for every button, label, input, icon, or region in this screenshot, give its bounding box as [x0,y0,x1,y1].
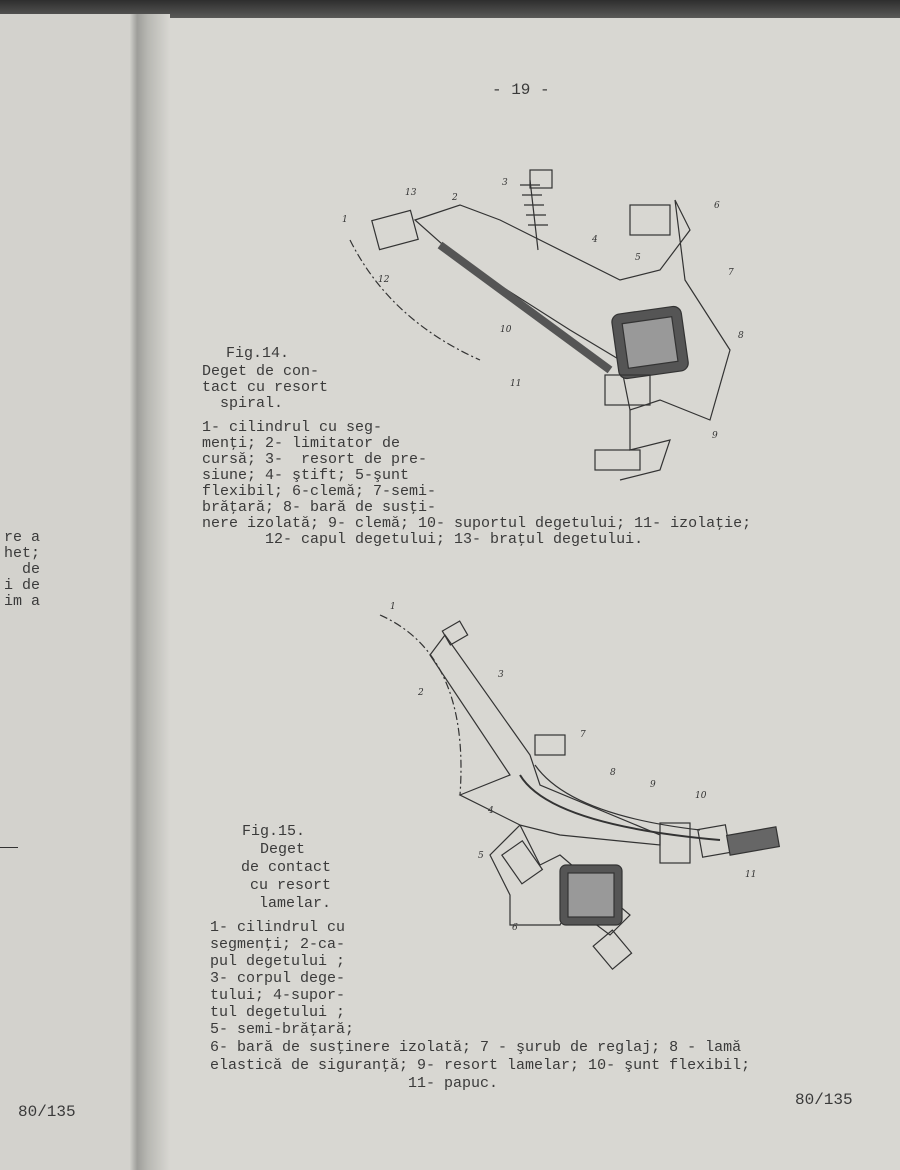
page-number: - 19 - [492,81,550,99]
fig14-label: 1 [342,215,348,225]
fig14-caption: Deget de con- [202,363,320,380]
fig14-label: 3 [502,178,508,188]
fig14-label: 2 [451,193,458,203]
fig15-label: 6 [512,923,518,933]
fig14-label: 9 [712,431,718,441]
scan-top-edge [0,0,900,18]
fig15-legend-line: segmenţi; 2-ca- [210,936,346,953]
fig15-legend-line: tul degetului ; [210,1004,346,1021]
left-fragment: het; [4,545,41,562]
fig14-legend-line: nere izolată; 9- clemă; 10- suportul deg… [202,515,752,532]
fig15-legend-line: pul degetului ; [210,953,346,970]
fig14-caption: spiral. [202,395,284,412]
fig14-label: 7 [728,268,734,278]
fig15-caption: Deget [242,841,306,858]
fig15-label: 7 [580,730,586,740]
fig15-legend-line: 6- bară de susţinere izolată; 7 - şurub … [210,1039,742,1056]
fig15-label: 9 [650,780,656,790]
fig14-legend-line: flexibil; 6-clemă; 7-semi- [202,483,437,500]
fig15-label: 5 [478,851,484,861]
fig15-legend-line: tului; 4-supor- [210,987,346,1004]
fig15-label: 4 [487,806,494,816]
fig15-caption: Fig.15. [242,823,306,840]
fig14-legend-line: cursă; 3- resort de pre- [202,451,428,468]
fig15-legend-line: elastică de siguranţă; 9- resort lamelar… [210,1057,751,1074]
fig14-label: 8 [738,331,744,341]
fig15-label: 1 [390,602,396,612]
fig15-caption: lamelar. [232,895,332,912]
fig14-label: 11 [510,379,521,389]
fig14-legend-line: brăţară; 8- bară de susţi- [202,499,437,516]
fig14-legend-line: siune; 4- ştift; 5-şunt [202,467,410,484]
left-page [0,14,138,1170]
left-fragment: i de [4,577,41,594]
fig15-label: 3 [498,670,504,680]
fig14-label: 4 [591,235,598,245]
fig15-legend-line: 3- corpul dege- [210,970,346,987]
figure14-drawing: 1 2 3 4 5 6 7 8 9 10 11 12 13 [342,169,744,481]
fig14-label: 13 [405,188,417,198]
fig14-legend-line: menţi; 2- limitator de [202,435,401,452]
fig15-label: 2 [417,688,424,698]
fig14-label: 6 [714,201,720,211]
fig15-label: 10 [695,791,707,801]
fig15-label: 11 [745,870,756,880]
fig14-label: 10 [500,325,512,335]
fig15-label: 8 [610,768,616,778]
left-fragment: im a [4,593,41,610]
fig15-legend-line: 11- papuc. [210,1075,499,1092]
fig14-caption: Fig.14. [226,345,290,362]
fig15-legend-line: 5- semi-brăţară; [210,1021,355,1038]
page-footer: 80/135 [795,1091,853,1109]
figure15-drawing: 1 2 3 4 5 6 7 8 9 10 11 [379,602,781,971]
left-fragment: re a [4,529,41,546]
fig14-legend-line: 1- cilindrul cu seg- [202,419,383,436]
fig14-legend-line: 12- capul degetului; 13- braţul degetulu… [202,531,644,548]
fig14-label: 12 [378,275,390,285]
fig14-label: 5 [635,253,641,263]
fig14-caption: tact cu resort [202,379,329,396]
fig15-legend-line: 1- cilindrul cu [210,919,346,936]
fig15-caption: de contact [232,859,332,876]
left-page-footer: 80/135 [18,1103,76,1121]
left-margin-mark [0,847,18,848]
book-gutter [130,14,170,1170]
fig15-caption: cu resort [232,877,332,894]
left-fragment: de [22,561,41,578]
